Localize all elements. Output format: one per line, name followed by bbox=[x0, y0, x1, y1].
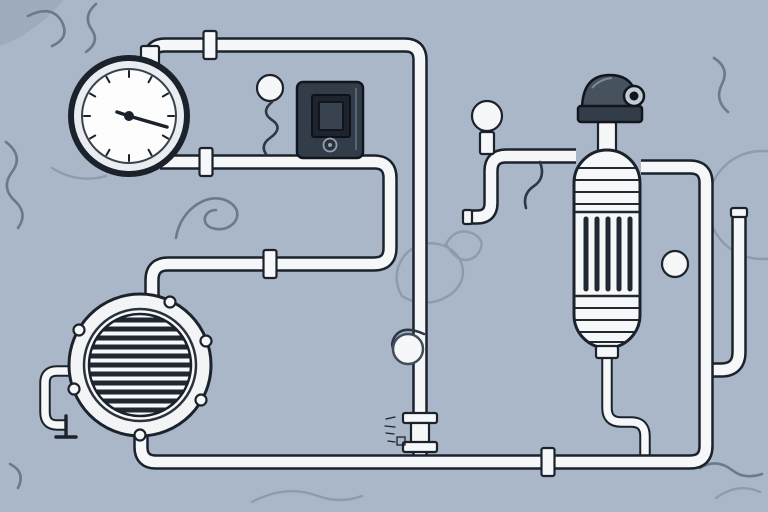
knob-stem bbox=[478, 130, 496, 156]
bolt bbox=[194, 393, 208, 407]
swirl-squiggle bbox=[174, 197, 239, 240]
flange bbox=[540, 446, 556, 478]
motor-port-center bbox=[629, 91, 639, 101]
knobs-and-curls bbox=[255, 73, 690, 366]
flange bbox=[202, 29, 218, 61]
gauge-hub bbox=[124, 111, 134, 121]
valve-body bbox=[409, 421, 431, 445]
vent-slat-border bbox=[87, 312, 193, 418]
flange bbox=[262, 248, 278, 280]
pipe-end-cap bbox=[461, 208, 474, 226]
knob-circle bbox=[660, 249, 690, 279]
junction-box bbox=[295, 80, 365, 160]
vent-valve-handle bbox=[54, 414, 78, 439]
valve-flange-bottom bbox=[401, 440, 439, 454]
valve-flange-top bbox=[401, 411, 439, 425]
knob-circle bbox=[391, 332, 425, 366]
background-squiggles bbox=[4, 2, 768, 504]
gauge-ticks bbox=[83, 70, 175, 162]
bolt bbox=[163, 295, 177, 309]
bolt bbox=[199, 334, 213, 348]
pipe-filter-drain bbox=[603, 354, 649, 456]
hook-curl bbox=[523, 160, 544, 210]
filter-canister bbox=[572, 73, 646, 360]
junction-box-knob-dot bbox=[328, 143, 332, 147]
pump-motor-highlight bbox=[591, 77, 613, 89]
inline-valve bbox=[384, 411, 439, 454]
junction-box-window bbox=[318, 101, 344, 131]
knob-circle bbox=[255, 73, 285, 103]
bolt bbox=[72, 323, 86, 337]
pipe-outer-elbow bbox=[708, 216, 745, 376]
bolt bbox=[133, 428, 147, 442]
flange bbox=[198, 146, 214, 178]
pipe-fittings bbox=[198, 29, 749, 478]
s-squiggle bbox=[262, 100, 279, 156]
pump-motor-base bbox=[576, 104, 644, 124]
bolt bbox=[67, 382, 81, 396]
pipe-vent-valve-stub bbox=[41, 367, 76, 429]
canister-ribs bbox=[583, 216, 633, 292]
pressure-gauge bbox=[68, 44, 190, 177]
canister-drain-flange bbox=[594, 344, 620, 360]
pipe-filter-left-run bbox=[470, 150, 576, 223]
illegible-scribble bbox=[384, 416, 406, 446]
pipe-gauge-loop bbox=[146, 156, 396, 302]
vent-bolts bbox=[67, 295, 213, 442]
motor-neck bbox=[596, 120, 618, 154]
vent-grille bbox=[54, 292, 213, 442]
pipe-end-cap bbox=[729, 206, 749, 219]
pipe-bottom-right-run bbox=[135, 161, 712, 468]
knob-circle bbox=[470, 99, 504, 133]
